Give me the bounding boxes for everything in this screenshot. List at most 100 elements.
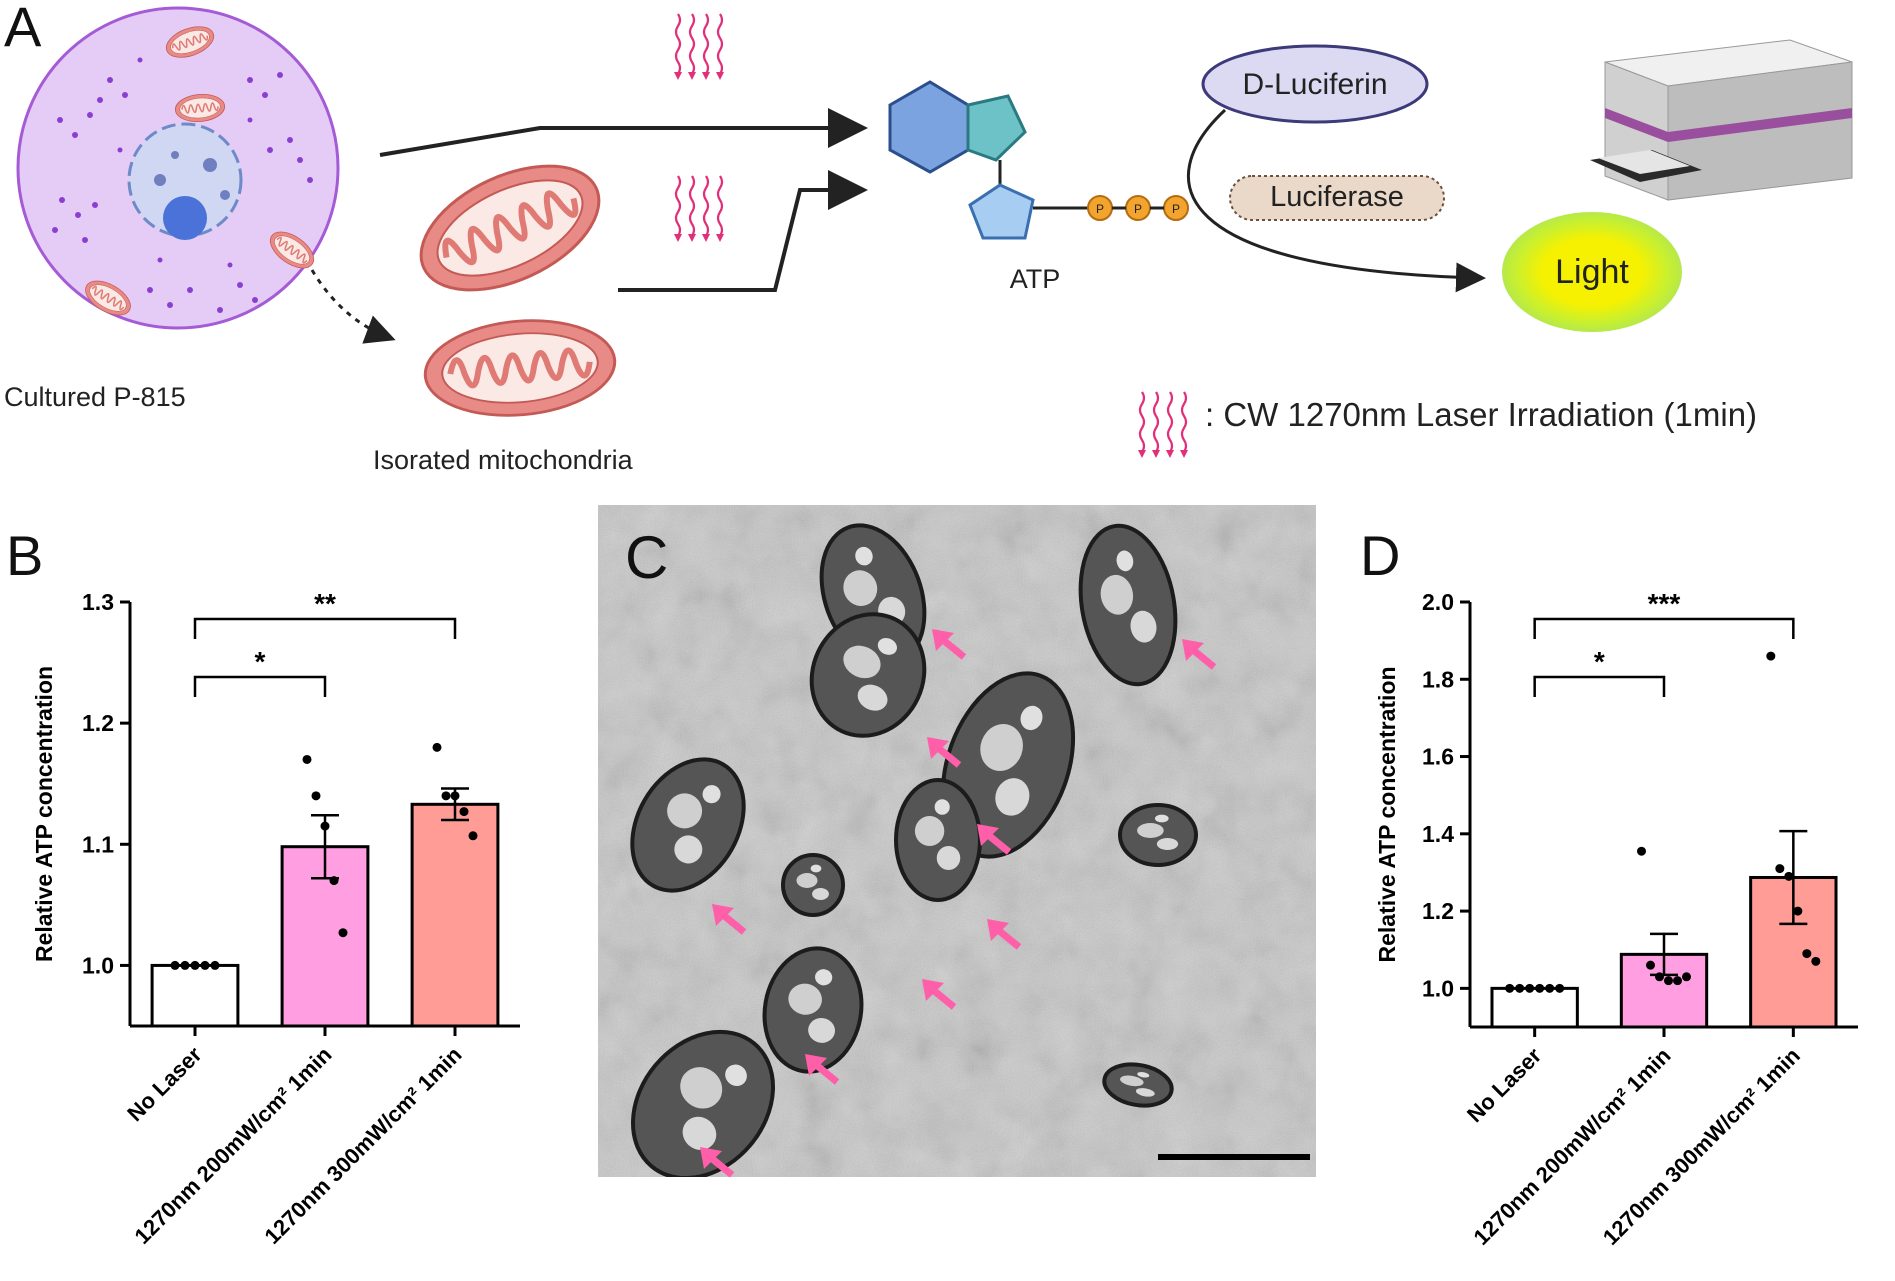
em-mito-vacuole bbox=[1020, 705, 1043, 731]
data-point bbox=[1673, 976, 1682, 986]
em-mito-vacuole bbox=[1120, 1075, 1144, 1087]
luciferase-pill bbox=[1229, 175, 1445, 221]
data-point bbox=[459, 807, 469, 817]
cultured-cell-illustration bbox=[16, 6, 340, 330]
data-point bbox=[1766, 651, 1776, 661]
data-point bbox=[1664, 976, 1673, 986]
electron-micrograph bbox=[598, 505, 1316, 1177]
em-pink-arrow bbox=[712, 904, 747, 935]
x-category-label: No Laser bbox=[122, 1042, 207, 1127]
em-mito-vacuole bbox=[914, 816, 945, 846]
data-point bbox=[210, 960, 220, 970]
data-point bbox=[1682, 972, 1691, 982]
laser-icon-top bbox=[672, 12, 726, 82]
em-mito-vacuole bbox=[674, 835, 703, 864]
em-mito-vacuole bbox=[1137, 1071, 1150, 1078]
panel-a-diagram: P P P ATP D-Luciferin Luciferase Light bbox=[16, 6, 1853, 460]
em-mito-vacuole bbox=[788, 983, 822, 1015]
em-mito-vacuole bbox=[995, 778, 1030, 816]
em-mitochondrion bbox=[781, 853, 845, 917]
data-point bbox=[1793, 906, 1803, 916]
y-tick-label: 1.0 bbox=[82, 952, 114, 978]
em-arrow-head bbox=[987, 919, 1009, 941]
em-arrow-head bbox=[927, 737, 949, 759]
data-point bbox=[1784, 871, 1794, 881]
em-pink-arrow bbox=[1182, 639, 1217, 670]
em-mito-vacuole bbox=[796, 873, 818, 888]
isolation-arrow bbox=[310, 269, 396, 344]
data-point bbox=[320, 821, 330, 831]
data-point bbox=[1535, 983, 1545, 993]
data-point bbox=[1775, 864, 1785, 874]
y-tick-label: 1.0 bbox=[1422, 975, 1454, 1001]
light-glow bbox=[1502, 212, 1682, 332]
y-tick-label: 1.6 bbox=[1422, 744, 1454, 770]
data-point bbox=[180, 960, 190, 970]
em-mitochondrion bbox=[1118, 803, 1198, 867]
cell-to-atp-arrow bbox=[379, 108, 868, 157]
em-image bbox=[598, 505, 1316, 1177]
em-mitochondrion bbox=[630, 757, 746, 893]
em-mito-vacuole bbox=[682, 1116, 717, 1150]
em-mito-vacuole bbox=[680, 1067, 723, 1109]
em-pink-arrow bbox=[977, 824, 1012, 855]
atp-molecule-icon: P P P bbox=[888, 80, 1189, 240]
em-mito-vacuole bbox=[815, 969, 833, 986]
em-mito-vacuole bbox=[808, 1017, 835, 1043]
y-axis-label: Relative ATP concentration bbox=[1374, 666, 1400, 962]
panel-c-letter: C bbox=[625, 524, 669, 591]
data-point bbox=[1802, 949, 1812, 959]
luciferase-label: Luciferase bbox=[1270, 181, 1404, 213]
em-mitochondrion bbox=[894, 778, 982, 902]
em-mitochondrion bbox=[1078, 523, 1178, 687]
phosphate-2-label: P bbox=[1134, 202, 1142, 216]
em-arrow-shaft bbox=[994, 926, 1022, 950]
significance-label: *** bbox=[1648, 588, 1681, 619]
luciferase-reaction-arrow bbox=[1186, 108, 1486, 293]
em-arrow-head bbox=[805, 1054, 827, 1076]
em-mito-vacuole bbox=[934, 799, 950, 815]
laser-legend-icon bbox=[1136, 390, 1190, 460]
data-point bbox=[1515, 983, 1525, 993]
mitochondria-label: Isorated mitochondria bbox=[373, 445, 633, 475]
em-mito-vacuole bbox=[725, 1064, 747, 1086]
em-pink-arrow bbox=[700, 1147, 735, 1177]
data-point bbox=[329, 876, 339, 886]
bar bbox=[150, 963, 240, 1028]
data-point bbox=[338, 928, 348, 938]
em-mito-vacuole bbox=[877, 638, 897, 655]
panel-a-letter: A bbox=[4, 0, 42, 58]
em-arrow-head bbox=[700, 1147, 722, 1169]
y-tick-label: 2.0 bbox=[1422, 589, 1454, 615]
bar bbox=[1490, 986, 1579, 1029]
em-mito-vacuole bbox=[1137, 823, 1164, 838]
em-mito-vacuole bbox=[843, 570, 878, 606]
em-pink-arrow bbox=[987, 919, 1022, 950]
phosphate-3-label: P bbox=[1172, 202, 1180, 216]
em-mitochondrion bbox=[630, 1029, 776, 1177]
y-tick-label: 1.3 bbox=[82, 589, 114, 615]
y-tick-label: 1.2 bbox=[1422, 898, 1454, 924]
y-tick-label: 1.2 bbox=[82, 710, 114, 736]
plate-reader-icon bbox=[1590, 39, 1853, 201]
significance-label: * bbox=[1594, 646, 1605, 677]
data-point bbox=[1811, 956, 1821, 966]
data-point bbox=[441, 791, 451, 801]
bar bbox=[410, 802, 500, 1028]
data-point bbox=[468, 831, 478, 841]
em-mitochondrion bbox=[762, 946, 864, 1074]
laser-icon-middle bbox=[672, 174, 726, 244]
em-mito-vacuole bbox=[857, 684, 888, 711]
data-point bbox=[1646, 960, 1655, 970]
em-mito-vacuole bbox=[1116, 550, 1134, 572]
data-point bbox=[190, 960, 200, 970]
em-mito-vacuole bbox=[1130, 610, 1157, 643]
data-point bbox=[200, 960, 210, 970]
data-point bbox=[1637, 846, 1646, 856]
significance-label: * bbox=[255, 646, 266, 677]
em-arrow-shaft bbox=[719, 911, 747, 935]
em-pink-arrow bbox=[922, 979, 957, 1010]
em-arrow-head bbox=[922, 979, 944, 1001]
significance-bracket bbox=[1533, 617, 1795, 639]
